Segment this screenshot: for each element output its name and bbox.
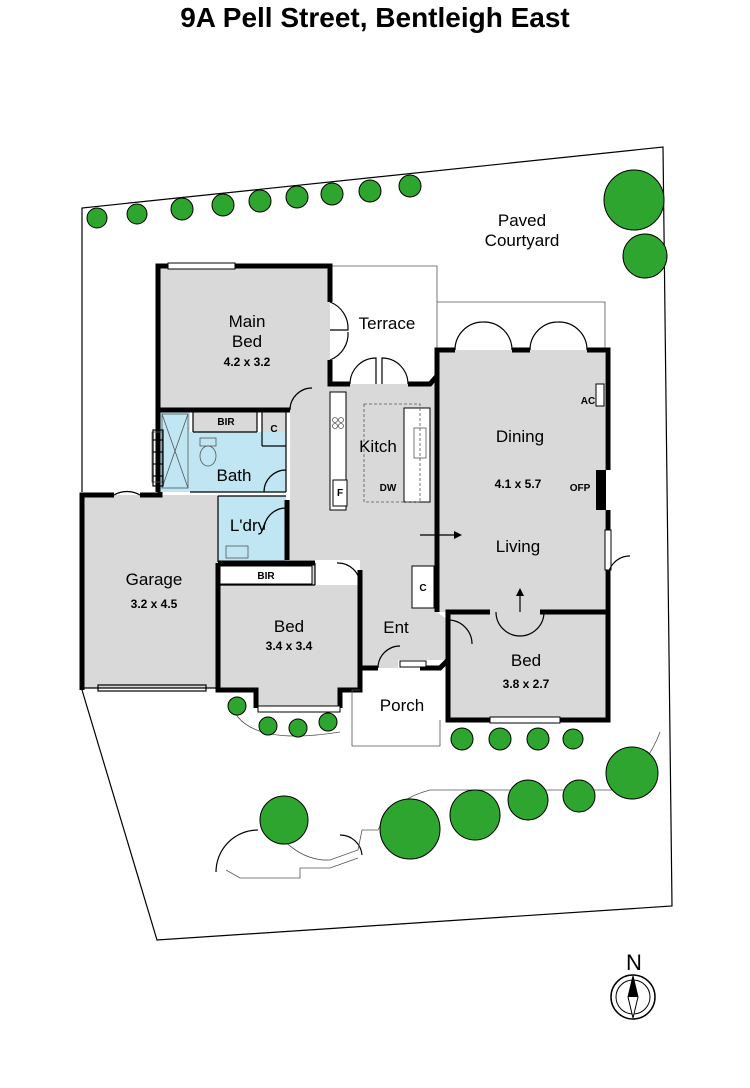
- compass: N: [610, 950, 656, 1020]
- doors: [113, 301, 631, 873]
- laundry-label: L'dry: [230, 516, 267, 535]
- bed3-dims: 3.8 x 2.7: [503, 677, 550, 691]
- fireplace-label: OFP: [570, 483, 591, 494]
- room-fills: [82, 266, 606, 720]
- air-conditioner-label: AC: [581, 396, 595, 407]
- bath-fixtures: [151, 413, 249, 559]
- shrub: [86, 207, 108, 229]
- windows: [167, 262, 612, 724]
- entry-label: Ent: [383, 618, 409, 637]
- kitchen-label: Kitch: [359, 437, 397, 456]
- dining-dims: 4.1 x 5.7: [495, 477, 542, 491]
- partitions: [82, 410, 316, 692]
- shrub: [170, 197, 194, 221]
- shrub: [562, 779, 596, 813]
- tree: [622, 233, 668, 279]
- bed2-label: Bed: [274, 617, 304, 636]
- cupboard-label: C: [419, 583, 426, 594]
- shrub: [526, 727, 550, 751]
- shrub: [562, 728, 584, 750]
- shrub: [450, 727, 474, 751]
- page-title: 9A Pell Street, Bentleigh East: [180, 2, 570, 33]
- cupboard-label: C: [270, 424, 277, 435]
- tree: [605, 746, 659, 800]
- shrub: [288, 718, 308, 738]
- paved-courtyard-label: Paved: [498, 211, 546, 230]
- bir-label: BIR: [217, 417, 235, 428]
- shrub: [285, 185, 309, 209]
- fixture-labels: BIR C BIR C F DW AC OFP: [217, 396, 595, 609]
- terrace-label: Terrace: [359, 314, 416, 333]
- site-boundary: [81, 146, 673, 941]
- paved-courtyard-label-2: Courtyard: [485, 231, 560, 250]
- porch-outline: [351, 689, 441, 747]
- room-labels: Paved Courtyard Main Bed 4.2 x 3.2 Terra…: [126, 211, 560, 715]
- shrub: [211, 193, 235, 217]
- shrub: [398, 174, 422, 198]
- garage-label: Garage: [126, 570, 183, 589]
- fridge-label: F: [337, 488, 343, 499]
- shrub: [248, 189, 272, 213]
- dishwasher-label: DW: [380, 483, 397, 494]
- tree: [603, 169, 665, 231]
- main-bed-dims: 4.2 x 3.2: [224, 355, 271, 369]
- living-label: Living: [496, 537, 540, 556]
- shrub: [227, 696, 247, 716]
- main-bed-label-2: Bed: [232, 332, 262, 351]
- trees: [86, 169, 668, 860]
- main-bed-label: Main: [229, 312, 266, 331]
- dining-label: Dining: [496, 427, 544, 446]
- shrub: [258, 716, 278, 736]
- kitchen-benches: [329, 391, 431, 511]
- compass-north-label: N: [626, 950, 642, 975]
- tree: [449, 789, 501, 841]
- terrace-outline: [332, 265, 606, 350]
- tree: [379, 798, 441, 860]
- shrub: [320, 182, 344, 206]
- walls: [79, 263, 611, 723]
- porch-label: Porch: [380, 696, 424, 715]
- wet-areas: [158, 410, 286, 562]
- bath-label: Bath: [217, 466, 252, 485]
- tree: [507, 779, 549, 821]
- shrub: [488, 727, 512, 751]
- shrub: [358, 179, 382, 203]
- garage-dims: 3.2 x 4.5: [131, 597, 178, 611]
- bir-label: BIR: [257, 571, 275, 582]
- tree: [259, 795, 309, 845]
- shrub: [318, 712, 338, 732]
- bed3-label: Bed: [511, 651, 541, 670]
- shrub: [126, 203, 148, 225]
- bed2-dims: 3.4 x 3.4: [266, 639, 313, 653]
